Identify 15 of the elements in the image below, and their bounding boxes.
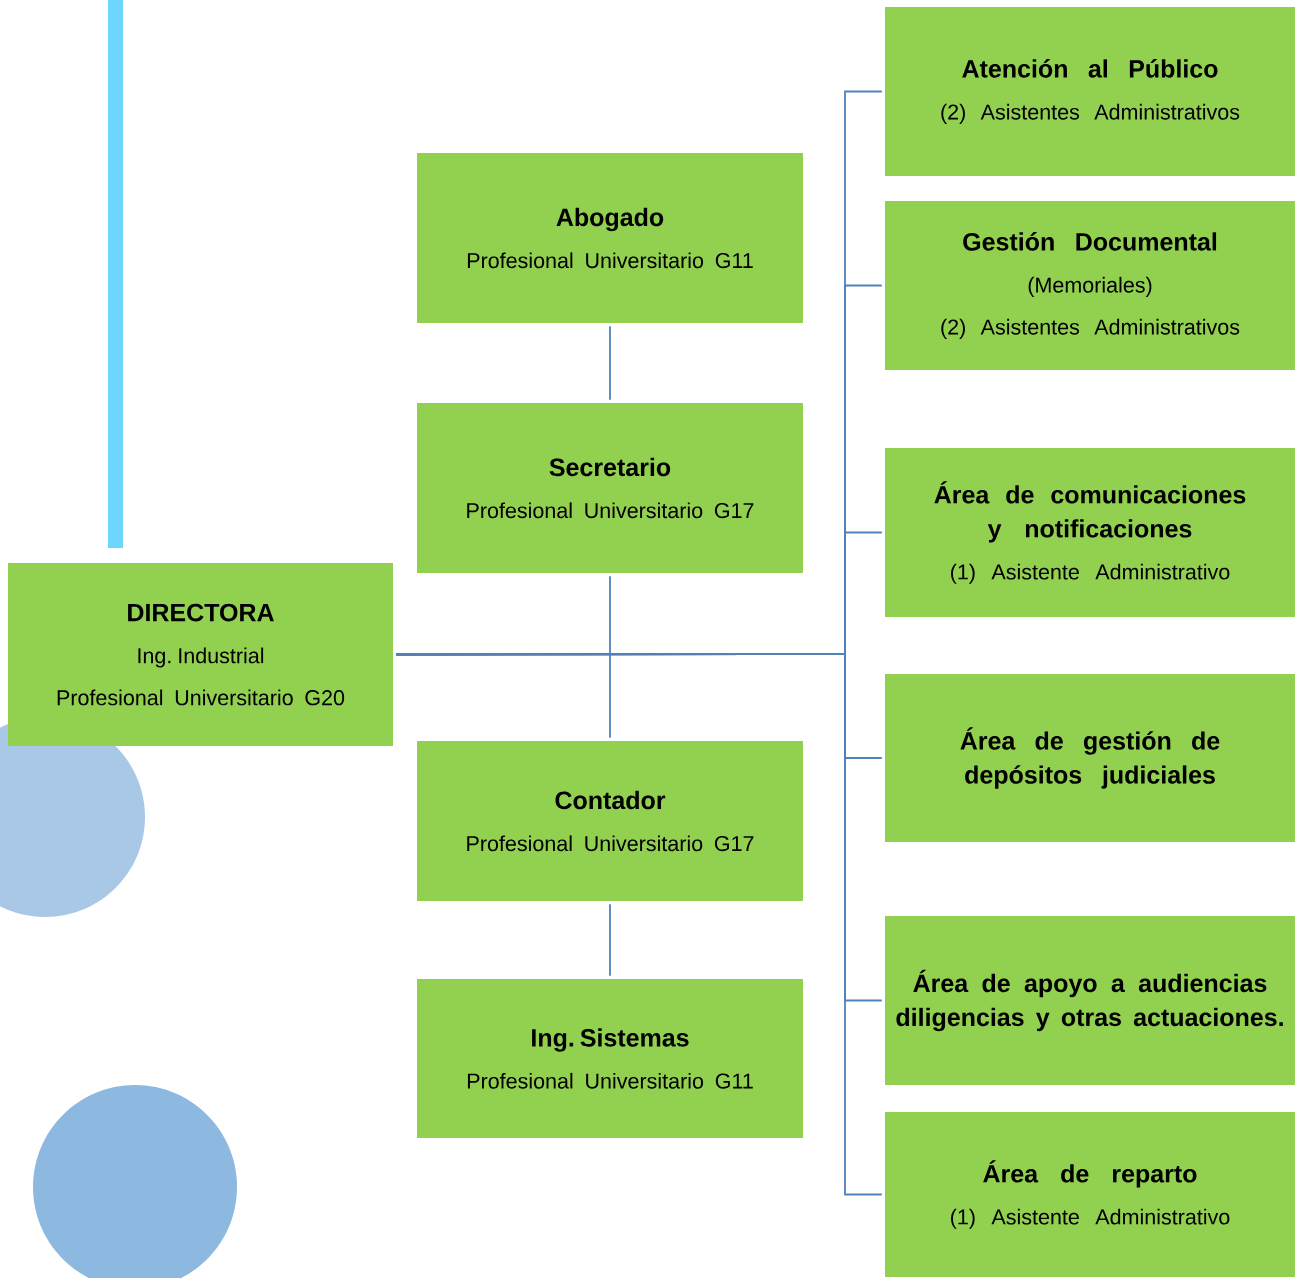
connector-line [609,903,611,977]
org-box: Área de gestión de depósitos judiciales [885,674,1295,842]
org-box: Gestión Documental (Memoriales) (2) Asistentes Administrativos [885,201,1295,370]
org-box: Área de comunicaciones y notificaciones (1) Asistente Administrativo [885,448,1295,617]
org-box: Área de apoyo a audiencias diligencias y otras actuaciones. [885,916,1295,1085]
connector-line [609,325,611,401]
org-box: Abogado Profesional Universitario G11 [417,153,803,323]
org-box: Ing. Sistemas Profesional Universitario G11 [417,979,803,1138]
org-box: DIRECTORA Ing. Industrial Profesional Universitario G20 [8,563,393,746]
org-box: Secretario Profesional Universitario G17 [417,403,803,573]
connector-line [395,653,883,1196]
org-box: Área de reparto (1) Asistente Administrativo [885,1112,1295,1277]
org-box: Atención al Público (2) Asistentes Administrativos [885,7,1295,176]
connector-line [609,575,611,739]
org-box: Contador Profesional Universitario G17 [417,741,803,901]
